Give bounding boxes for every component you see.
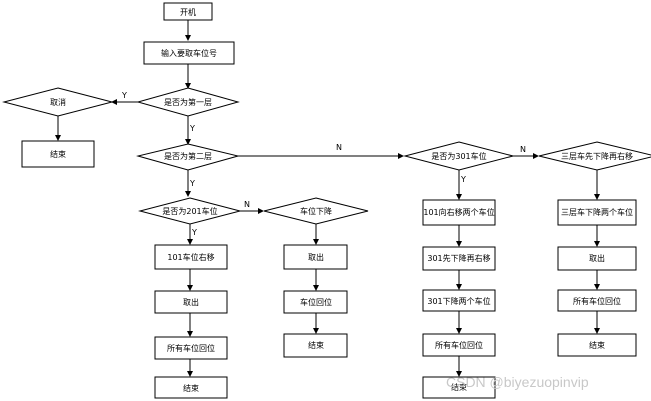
decision-second bbox=[136, 143, 240, 171]
node-end-cancel bbox=[21, 140, 95, 168]
label-reset-m: 车位回位 bbox=[300, 297, 332, 307]
decision-lower bbox=[263, 197, 369, 225]
edge-label-second-yes: Y bbox=[189, 179, 195, 188]
label-301-down-right: 301先下降再右移 bbox=[427, 253, 490, 263]
node-end-rr bbox=[557, 333, 637, 357]
label-end-rr: 结束 bbox=[589, 340, 605, 350]
edge-label-first-no: Y bbox=[189, 124, 195, 133]
node-take-rr bbox=[557, 246, 637, 271]
node-take-m bbox=[283, 244, 348, 270]
node-reset-rr bbox=[557, 289, 637, 312]
node-end-l bbox=[154, 376, 228, 399]
label-101-right2: 101向右移两个车位 bbox=[423, 207, 494, 217]
label-reset-r: 所有车位回位 bbox=[435, 340, 483, 350]
node-reset-m bbox=[283, 290, 348, 314]
decision-201 bbox=[138, 197, 242, 225]
label-start: 开机 bbox=[180, 7, 196, 17]
decision-first bbox=[136, 87, 240, 117]
label-take-m: 取出 bbox=[308, 252, 324, 262]
decision-third bbox=[538, 141, 651, 171]
node-labels: 开机 输入要取车位号 是否为第一层 取消 结束 是否为第二层 是否为201车位 … bbox=[50, 7, 633, 393]
edge-label-first-yes: Y bbox=[121, 91, 127, 100]
watermark-text: CSDN @biyezuopinvip bbox=[446, 374, 589, 390]
edge-label-201-yes: Y bbox=[191, 228, 197, 237]
decision-cancel bbox=[2, 87, 114, 117]
label-third: 三层车先下降再右移 bbox=[561, 151, 633, 161]
label-take-l: 取出 bbox=[183, 297, 199, 307]
decision-301 bbox=[403, 141, 515, 171]
label-end-l: 结束 bbox=[183, 383, 199, 393]
label-lower: 车位下降 bbox=[300, 206, 332, 216]
node-101-right2 bbox=[422, 199, 496, 226]
node-301-down-right bbox=[422, 246, 496, 271]
label-101-right: 101车位右移 bbox=[167, 252, 214, 262]
node-reset-l bbox=[154, 336, 228, 360]
node-take-l bbox=[154, 290, 228, 314]
label-301: 是否为301车位 bbox=[431, 151, 486, 161]
label-cancel: 取消 bbox=[50, 97, 66, 107]
node-reset-r bbox=[422, 333, 496, 357]
label-end-r: 结束 bbox=[451, 382, 467, 392]
edge-labels: Y Y N Y N Y N Y bbox=[121, 91, 526, 237]
label-take-rr: 取出 bbox=[589, 253, 605, 263]
label-reset-l: 所有车位回位 bbox=[167, 343, 215, 353]
label-input: 输入要取车位号 bbox=[161, 48, 217, 58]
edge-label-201-no: N bbox=[244, 200, 250, 209]
label-reset-rr: 所有车位回位 bbox=[573, 296, 621, 306]
node-start bbox=[163, 2, 213, 21]
node-end-r bbox=[422, 376, 496, 399]
label-201: 是否为201车位 bbox=[162, 206, 217, 216]
label-end-m: 结束 bbox=[308, 340, 324, 350]
node-input bbox=[143, 41, 235, 65]
edge-label-second-no: N bbox=[336, 143, 342, 152]
label-301-down2: 301下降两个车位 bbox=[427, 296, 490, 306]
node-3rd-down2 bbox=[557, 199, 637, 226]
label-first: 是否为第一层 bbox=[164, 97, 212, 107]
node-101-right bbox=[154, 244, 228, 270]
label-end-cancel: 结束 bbox=[50, 149, 66, 159]
edge-label-301-yes: Y bbox=[460, 175, 466, 184]
label-3rd-down2: 三层车下降两个车位 bbox=[561, 207, 633, 217]
connectors bbox=[55, 20, 600, 377]
label-second: 是否为第二层 bbox=[164, 151, 212, 161]
node-301-down2 bbox=[422, 289, 496, 312]
node-end-m bbox=[283, 333, 348, 358]
edge-label-301-no: N bbox=[520, 145, 526, 154]
